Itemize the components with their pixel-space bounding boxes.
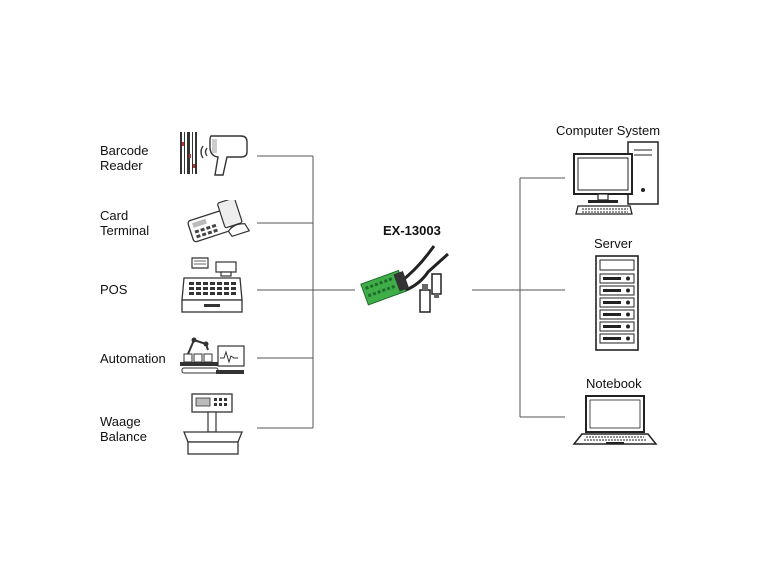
- computer-system-icon: [573, 141, 659, 215]
- device-name: EX-13003: [383, 223, 441, 238]
- barcode-reader-icon: [180, 132, 248, 176]
- server-icon: [595, 255, 639, 351]
- automation-label: Automation: [100, 351, 166, 366]
- server-label: Server: [594, 236, 633, 251]
- card-terminal-label: Card Terminal: [100, 208, 149, 238]
- notebook-icon: [572, 395, 658, 445]
- automation-icon: [180, 337, 245, 374]
- card-terminal-label-line2: Terminal: [100, 223, 150, 238]
- scale-label-line1: Waage: [100, 414, 141, 429]
- scale-label: Waage Balance: [100, 414, 147, 444]
- computer-system-label: Computer System: [556, 123, 661, 138]
- barcode-reader-label-line1: Barcode: [100, 143, 149, 158]
- barcode-reader-label-line2: Reader: [100, 158, 143, 173]
- automation-label-line1: Automation: [100, 351, 166, 366]
- barcode-reader-label: Barcode Reader: [100, 143, 148, 173]
- pos-label-line1: POS: [100, 282, 128, 297]
- usb-to-terminal-adapter-icon: [360, 245, 450, 313]
- card-terminal-icon: [187, 200, 251, 243]
- pos-register-icon: [181, 257, 243, 313]
- scale-label-line2: Balance: [100, 429, 147, 444]
- pos-label: POS: [100, 282, 127, 297]
- notebook-label: Notebook: [586, 376, 642, 391]
- card-terminal-label-line1: Card: [100, 208, 129, 223]
- scale-icon: [183, 393, 243, 455]
